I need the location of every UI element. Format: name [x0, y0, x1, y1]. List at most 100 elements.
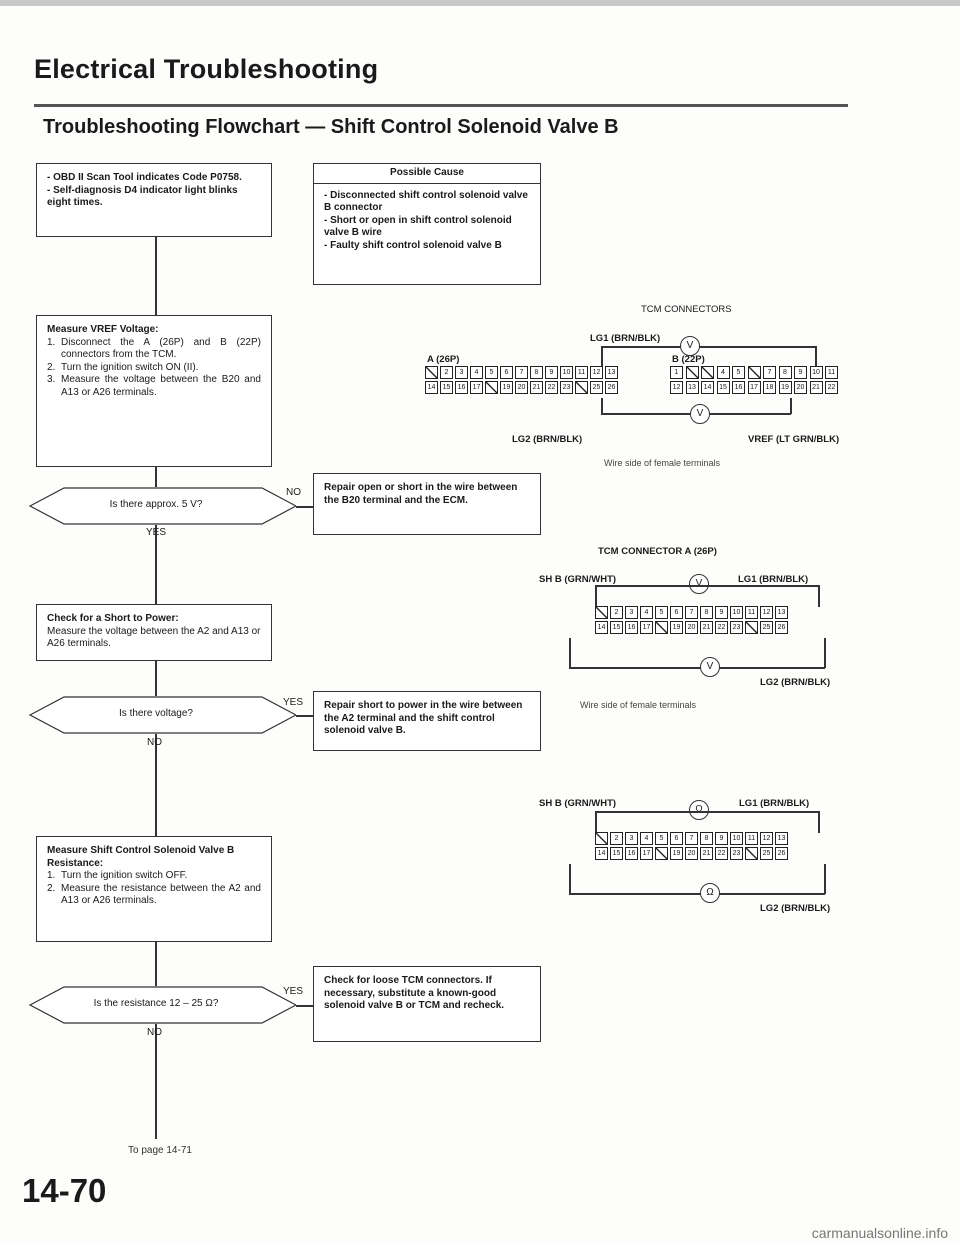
step-measure-vref-box: Measure VREF Voltage: 1.Disconnect the A… [36, 315, 272, 467]
diagram2-wire-right: LG1 (BRN/BLK) [738, 574, 809, 585]
connector-pin: 5 [732, 366, 745, 379]
connector-pin: 14 [701, 381, 714, 394]
connector-pin: 11 [825, 366, 838, 379]
step1-item: 3.Measure the voltage between the B20 an… [47, 374, 261, 398]
start-line-1: - OBD II Scan Tool indicates Code P0758. [47, 172, 242, 183]
connector-pin: 16 [625, 621, 638, 634]
to-page-label: To page 14-71 [128, 1145, 192, 1156]
cause-item: - Disconnected shift control solenoid va… [324, 189, 528, 214]
repair-box-3: Check for loose TCM connectors. If neces… [313, 966, 541, 1042]
watermark: carmanualsonline.info [811, 1225, 948, 1241]
probe-wire [569, 667, 825, 669]
connector-pin: 12 [760, 832, 773, 845]
connector-pin: 8 [778, 366, 792, 379]
connector-pin: 25 [590, 381, 603, 394]
probe-wire [818, 585, 820, 607]
connector-pin: 7 [685, 606, 698, 619]
connector-pin: 11 [745, 606, 758, 619]
connector-pin [655, 847, 668, 860]
title-rule [34, 104, 848, 107]
connector-pin: 26 [775, 621, 788, 634]
connector-pin: 16 [455, 381, 468, 394]
diagram1-title: TCM CONNECTORS [641, 304, 732, 315]
connector-pin: 18 [763, 381, 776, 394]
ohmmeter-icon: Ω [689, 800, 709, 820]
connector-pin: 22 [825, 381, 838, 394]
connector-pin: 9 [715, 606, 728, 619]
connector-pin: 7 [515, 366, 528, 379]
diagram1-conn-b-label: B (22P) [672, 354, 705, 365]
connector-pin: 2 [610, 606, 623, 619]
connector-pin: 17 [747, 381, 761, 394]
connector-pin: 11 [575, 366, 588, 379]
connector-pin: 23 [730, 847, 743, 860]
connector-pin: 23 [730, 621, 743, 634]
connector-pin: 26 [775, 847, 788, 860]
connector-pin [485, 381, 498, 394]
connector-pin: 13 [775, 832, 788, 845]
connector-pin: 14 [595, 621, 608, 634]
repair1-text: Repair open or short in the wire between… [324, 482, 518, 506]
connector-pin: 1 [670, 366, 683, 379]
connector-pin: 23 [560, 381, 573, 394]
flow-line [296, 506, 314, 508]
connector-pin: 22 [715, 621, 728, 634]
connector-pin: 4 [716, 366, 730, 379]
probe-wire [824, 864, 826, 894]
connector-pin: 11 [745, 832, 758, 845]
flow-line [155, 660, 157, 696]
connector-pin: 8 [700, 832, 713, 845]
probe-wire [815, 346, 817, 366]
flow-line [155, 941, 157, 986]
flow-line [155, 1024, 157, 1139]
connector-pin: 12 [590, 366, 603, 379]
connector-pin: 20 [515, 381, 528, 394]
diagram1-conn-a-label: A (26P) [427, 354, 460, 365]
decision2-question: Is there voltage? [119, 708, 193, 719]
connector-pin: 19 [670, 621, 683, 634]
connector-pin: 21 [530, 381, 543, 394]
probe-wire [790, 398, 792, 414]
flow-line [155, 467, 157, 487]
step-measure-resistance-box: Measure Shift Control Solenoid Valve B R… [36, 836, 272, 942]
decision2-no-label: NO [147, 737, 162, 748]
probe-wire [595, 585, 597, 607]
step2-heading: Check for a Short to Power: [47, 613, 179, 624]
connector-pin: 7 [685, 832, 698, 845]
connector-pin: 2 [440, 366, 453, 379]
connector-pin: 15 [610, 847, 623, 860]
probe-wire [601, 346, 603, 366]
connector-pin: 3 [455, 366, 468, 379]
decision3-yes-label: YES [283, 986, 304, 997]
cause-title: Possible Cause [314, 164, 540, 184]
decision-resistance: Is the resistance 12 – 25 Ω? [16, 986, 296, 1024]
connector-pin: 9 [545, 366, 558, 379]
connector-pin: 3 [625, 832, 638, 845]
diagram1-note: Wire side of female terminals [604, 458, 721, 468]
connector-pin [655, 621, 668, 634]
connector-pin: 20 [685, 621, 698, 634]
flow-line [155, 734, 157, 836]
connector-pin: 5 [655, 606, 668, 619]
connector-pin: 17 [470, 381, 483, 394]
connector-pin: 15 [610, 621, 623, 634]
probe-wire [601, 398, 603, 414]
diagram3-wire-right: LG1 (BRN/BLK) [739, 798, 810, 809]
connector-pin: 4 [470, 366, 483, 379]
diagram2-wire-bottom: LG2 (BRN/BLK) [760, 677, 831, 688]
connector-pin: 2 [610, 832, 623, 845]
connector-pin: 9 [715, 832, 728, 845]
repair2-text: Repair short to power in the wire betwee… [324, 700, 523, 736]
connector-pin: 10 [560, 366, 573, 379]
top-rule [0, 0, 960, 6]
connector-pin: 7 [763, 366, 776, 379]
cause-item: - Faulty shift control solenoid valve B [324, 239, 502, 251]
connector-pin: 12 [760, 606, 773, 619]
connector-pin: 13 [685, 381, 699, 394]
cause-item: - Short or open in shift control solenoi… [324, 214, 512, 239]
connector-pin: 12 [670, 381, 683, 394]
diagram2-note: Wire side of female terminals [580, 700, 697, 710]
connector-pin [701, 366, 714, 379]
